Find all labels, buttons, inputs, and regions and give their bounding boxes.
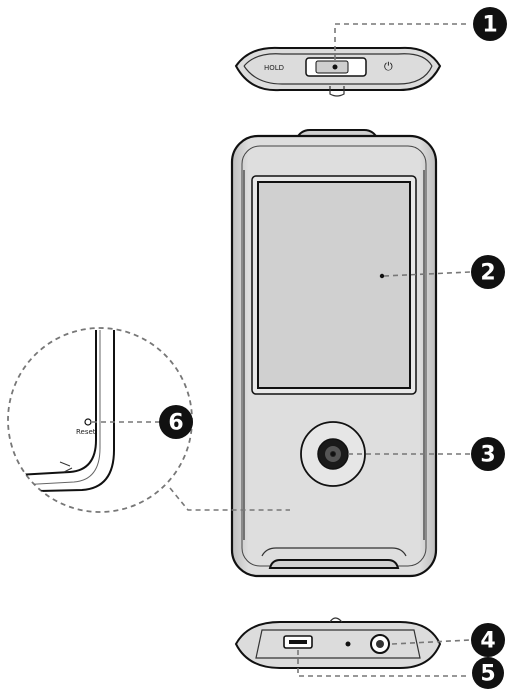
indicator-hole <box>345 641 351 647</box>
reset-label: Reset <box>76 428 96 436</box>
top-view: HOLD ⏻ <box>234 23 470 97</box>
front-view <box>169 129 471 578</box>
callout-5-label: 5 <box>480 662 495 687</box>
callout-6: 6 <box>159 405 193 439</box>
callout-2: 2 <box>471 255 505 289</box>
callout-5: 5 <box>472 657 504 689</box>
power-icon: ⏻ <box>384 60 393 73</box>
callout-2-label: 2 <box>480 261 495 286</box>
bottom-view <box>234 617 471 677</box>
screen <box>257 181 411 389</box>
callout-6-label: 6 <box>168 411 183 436</box>
callout-1: 1 <box>473 7 507 41</box>
hold-label: HOLD <box>264 64 284 72</box>
reset-hole <box>84 418 92 426</box>
callout-4-label: 4 <box>480 629 495 654</box>
callout-4: 4 <box>471 623 505 657</box>
callout-1-label: 1 <box>482 13 497 38</box>
callout-3-label: 3 <box>480 443 495 468</box>
callout-3: 3 <box>471 437 505 471</box>
